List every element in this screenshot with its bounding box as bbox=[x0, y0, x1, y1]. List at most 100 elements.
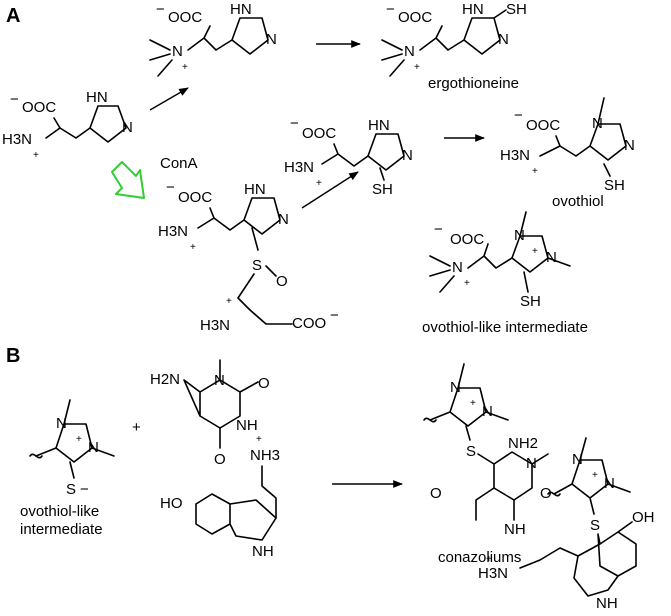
thiol-sh: SH bbox=[372, 181, 393, 198]
ovothiol-like-intermediate-structure: OOC − N + N + N SH ovothiol-like interme… bbox=[422, 211, 588, 336]
sulfoxide-intermediate-structure: − OOC H3N + HN N S O + H3N COO − bbox=[158, 179, 339, 334]
p2-ring-n1: N bbox=[572, 451, 583, 468]
tmh-ring-nh: HN bbox=[230, 1, 252, 18]
tmh-charge: − bbox=[156, 1, 165, 18]
ovothiol-structure: − OOC H3N + N N SH ovothiol bbox=[500, 97, 635, 210]
ovothiol-label: ovothiol bbox=[552, 193, 604, 210]
ovl-ring-plus: + bbox=[532, 246, 538, 257]
sulfox-charge2: − bbox=[330, 307, 339, 324]
serotonin-indole-nh: NH bbox=[252, 543, 274, 560]
ergo-plus: + bbox=[414, 62, 420, 73]
ergo-thiol: SH bbox=[506, 1, 527, 18]
p1-sulfur: S bbox=[466, 443, 476, 460]
p2-hydroxy: OH bbox=[632, 509, 655, 526]
enzyme-label-cona: ConA bbox=[160, 155, 198, 172]
histidine-ring-n: N bbox=[122, 119, 133, 136]
ovl-plus: + bbox=[464, 278, 470, 289]
uracil-o2: O bbox=[214, 451, 226, 468]
panel-label-b: B bbox=[6, 345, 20, 367]
sulfox-oxygen: O bbox=[276, 273, 288, 290]
ovl-carboxylate: OOC bbox=[450, 231, 484, 248]
p2-ring-n3: N bbox=[604, 475, 615, 492]
p2-sulfur: S bbox=[590, 517, 600, 534]
ovl-amine-n: N bbox=[452, 259, 463, 276]
r1-label-line1: ovothiol-like bbox=[20, 503, 99, 520]
p2-indole-nh: NH bbox=[596, 595, 618, 612]
ergothioneine-label: ergothioneine bbox=[428, 75, 519, 92]
tmh-carboxylate: OOC bbox=[168, 9, 202, 26]
uracil-o1: O bbox=[258, 375, 270, 392]
p1-amine: NH2 bbox=[508, 435, 538, 452]
ovo-thiol: SH bbox=[604, 177, 625, 194]
cona-arrow-icon bbox=[111, 161, 145, 199]
sulfox-ammonium: H3N bbox=[158, 223, 188, 240]
ergo-ring-n: N bbox=[498, 31, 509, 48]
r1-ring-plus: + bbox=[76, 434, 82, 445]
trimethylhistidine-structure: − OOC N + HN N bbox=[149, 1, 277, 77]
uracil-n-methyl: N bbox=[214, 372, 225, 389]
thiolhistidine-structure: − OOC H3N + HN N SH bbox=[284, 115, 413, 198]
arrow-his-to-tmh bbox=[149, 87, 189, 111]
thiol-plus: + bbox=[316, 178, 322, 189]
tmh-ring-n: N bbox=[266, 31, 277, 48]
thiol-ring-n: N bbox=[402, 147, 413, 164]
r1-ring-n3: N bbox=[88, 439, 99, 456]
r1-thiolate-s: S bbox=[66, 481, 76, 498]
sulfox-carboxylate: OOC bbox=[178, 189, 212, 206]
ovo-carboxylate: OOC bbox=[526, 117, 560, 134]
p2-plus: + bbox=[486, 554, 492, 565]
ergo-carboxylate: OOC bbox=[398, 9, 432, 26]
uracil-amine: H2N bbox=[150, 371, 180, 388]
ovo-ring-n1: N bbox=[592, 115, 603, 132]
serotonin-plus: + bbox=[256, 434, 262, 445]
plus-sign: + bbox=[132, 419, 141, 436]
sulfox-ring-n: N bbox=[278, 211, 289, 228]
ovl-charge: − bbox=[434, 221, 443, 238]
thiol-ring-nh: HN bbox=[368, 117, 390, 134]
serotonin-ammonium: NH3 bbox=[250, 447, 280, 464]
product-conazolium-uracil-structure: N + N S NH2 N O NH O bbox=[423, 363, 552, 538]
histidine-charge: − bbox=[10, 91, 19, 108]
ergo-ring-nh: HN bbox=[462, 1, 484, 18]
ovo-charge: − bbox=[514, 107, 523, 124]
sulfox-plus2: + bbox=[226, 296, 232, 307]
sulfox-ammonium2: H3N bbox=[200, 317, 230, 334]
p1-o1: O bbox=[430, 485, 442, 502]
ergo-charge: − bbox=[386, 1, 395, 18]
histidine-plus: + bbox=[33, 150, 39, 161]
reactant-ovothiol-like-structure: N + N S − ovothiol-like intermediate bbox=[20, 399, 115, 538]
p1-ring-n3: N bbox=[482, 403, 493, 420]
serotonin-structure: + NH3 HO NH bbox=[160, 434, 280, 560]
thiol-carboxylate: OOC bbox=[302, 125, 336, 142]
p1-nh: NH bbox=[504, 521, 526, 538]
arrow-sulfoxide-to-thiol bbox=[301, 171, 359, 209]
ergothioneine-structure: − OOC N + HN N SH ergothioneine bbox=[381, 1, 527, 92]
serotonin-hydroxy: HO bbox=[160, 495, 183, 512]
sulfox-charge: − bbox=[166, 179, 175, 196]
conazoliums-label: conazoliums bbox=[438, 549, 521, 566]
histidine-structure: − OOC H3N + HN N bbox=[2, 89, 133, 161]
ovo-ammonium: H3N bbox=[500, 147, 530, 164]
ovothiol-like-label: ovothiol-like intermediate bbox=[422, 319, 588, 336]
sulfox-carboxylate2: COO bbox=[292, 315, 326, 332]
tmh-amine-n: N bbox=[172, 43, 183, 60]
product-conazolium-serotonin-structure: N + N S OH + H3N NH bbox=[478, 437, 655, 612]
uracil-structure: H2N N O NH O bbox=[150, 359, 270, 468]
r1-thiolate-charge: − bbox=[80, 481, 89, 498]
panel-label-a: A bbox=[6, 5, 20, 27]
thiol-charge: − bbox=[290, 115, 299, 132]
ergo-amine-n: N bbox=[404, 43, 415, 60]
ovl-ring-n3: N bbox=[546, 249, 557, 266]
histidine-carboxylate: OOC bbox=[22, 99, 56, 116]
r1-label-line2: intermediate bbox=[20, 521, 103, 538]
p1-o2: O bbox=[540, 485, 552, 502]
ovo-plus: + bbox=[532, 166, 538, 177]
p1-ring-n1: N bbox=[450, 379, 461, 396]
histidine-ring-nh: HN bbox=[86, 89, 108, 106]
sulfox-ring-nh: HN bbox=[244, 181, 266, 198]
p2-ammonium: H3N bbox=[478, 565, 508, 582]
histidine-ammonium: H3N bbox=[2, 131, 32, 148]
sulfox-sulfur: S bbox=[252, 257, 262, 274]
uracil-nh: NH bbox=[236, 417, 258, 434]
